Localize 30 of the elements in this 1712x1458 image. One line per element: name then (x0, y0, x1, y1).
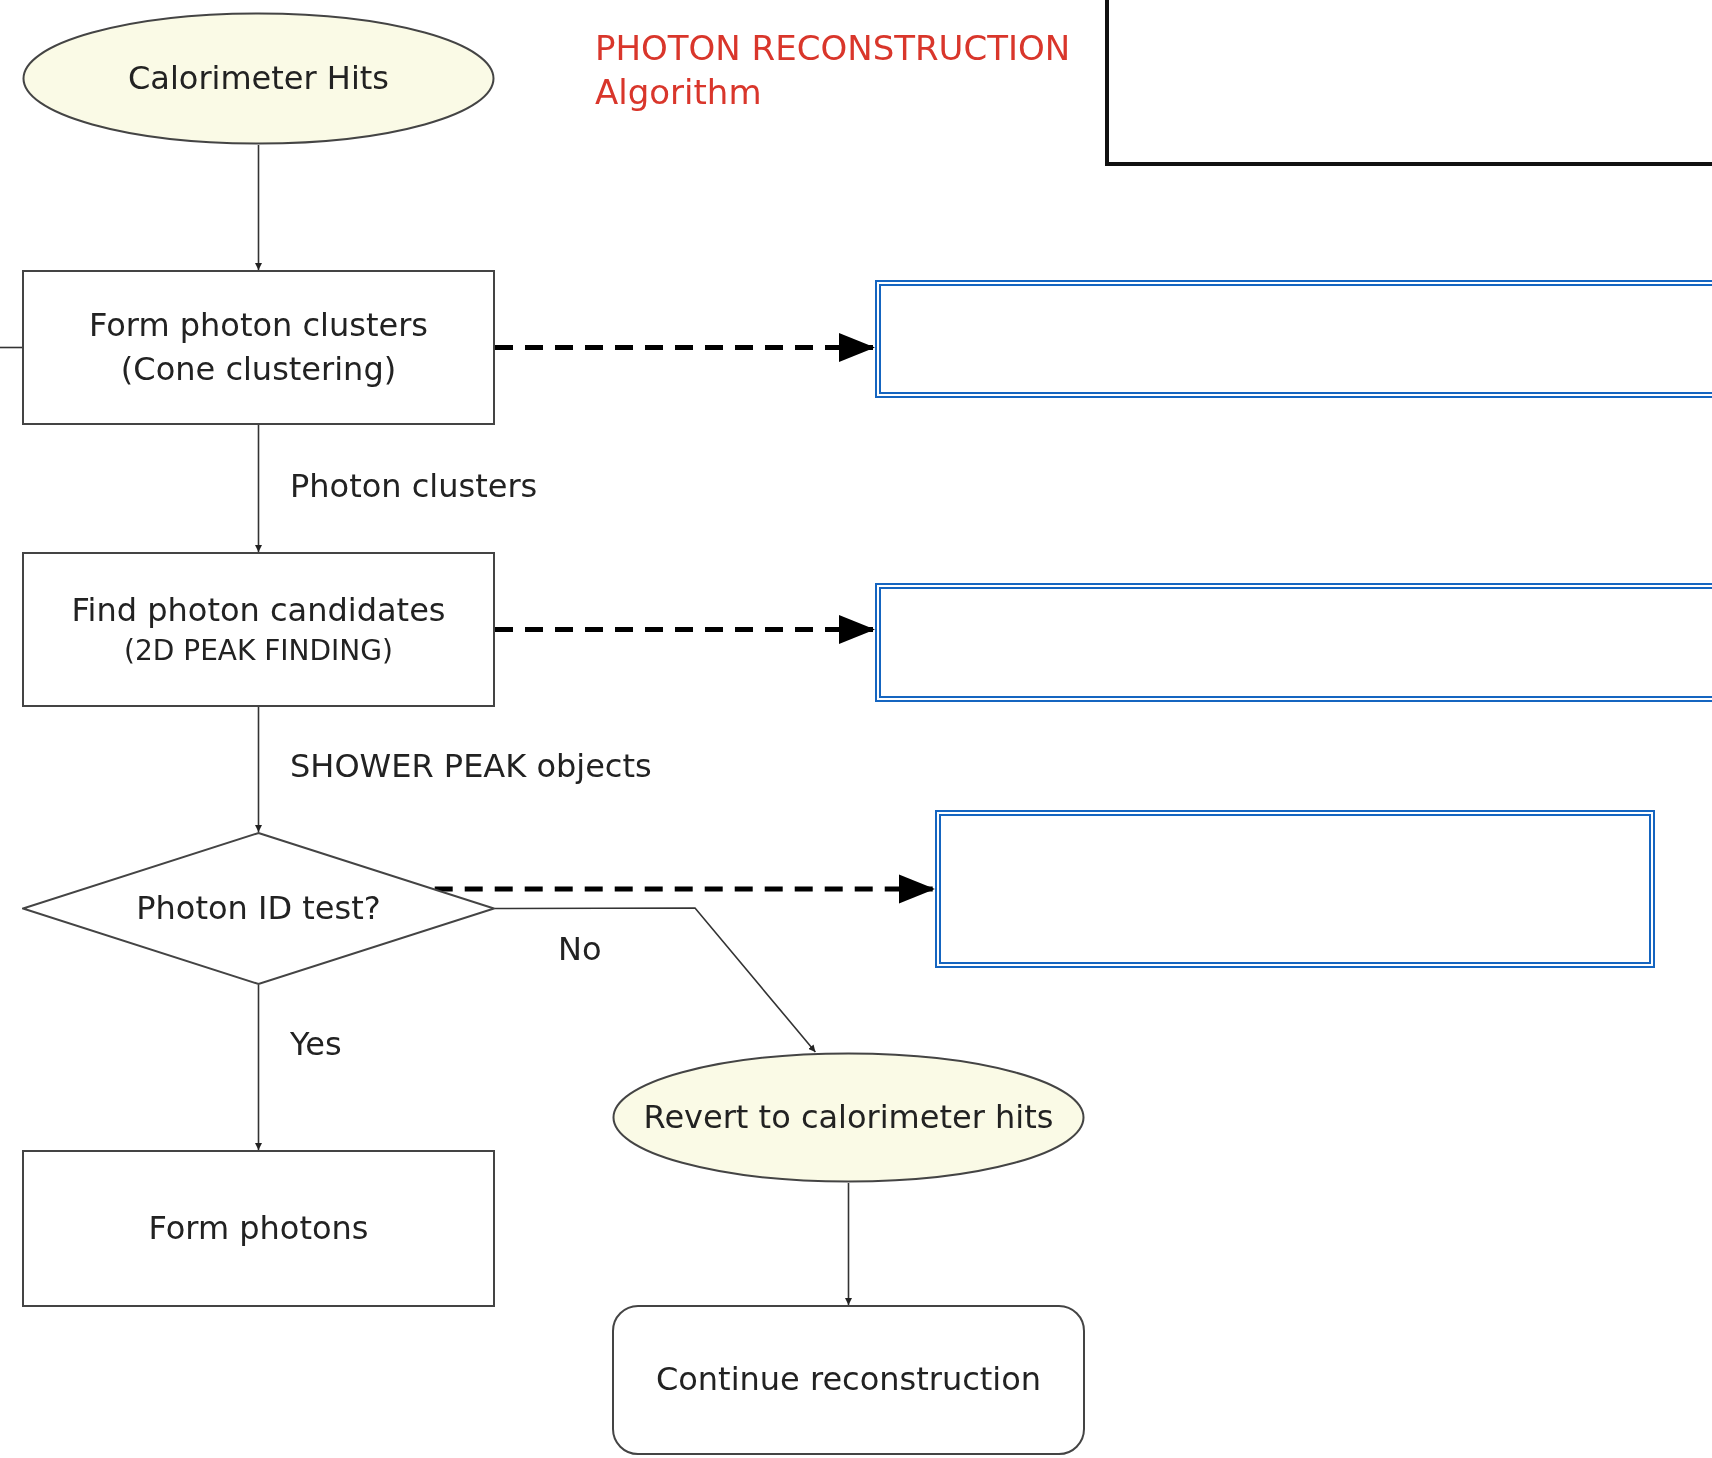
terminal-ellipse (612, 1052, 1085, 1183)
link-box (875, 583, 1712, 702)
link-box (935, 810, 1655, 968)
terminal-ellipse (22, 12, 495, 145)
node-label: Continue reconstruction (654, 1359, 1043, 1401)
arrow (255, 424, 262, 553)
arrow (255, 144, 262, 271)
node-label: Revert to calorimeter hits (642, 1096, 1055, 1138)
dashed-arrow (495, 333, 875, 362)
connector-line (0, 346, 23, 349)
rounded-process-box (612, 1305, 1085, 1455)
arrow (255, 984, 262, 1151)
node-label: Photon ID test? (135, 887, 382, 929)
dashed-arrow (495, 615, 875, 644)
process-box (22, 552, 495, 707)
process-box (22, 270, 495, 425)
node-label: Find photon candidates (70, 590, 447, 631)
arrow (494, 907, 817, 1053)
arrow (255, 706, 262, 833)
dashed-arrow (434, 874, 935, 904)
link-box (875, 280, 1712, 398)
code-box (1105, 0, 1712, 166)
process-box (22, 1150, 495, 1307)
decision-diamond (22, 832, 495, 985)
node-label: Form photon clusters (Cone clustering) (88, 305, 429, 390)
title: PHOTON RECONSTRUCTION Algorithm (595, 27, 1072, 115)
node-sublabel: (2D PEAK FINDING) (123, 633, 394, 670)
node-label: Calorimeter Hits (126, 57, 391, 99)
arrow (845, 1182, 852, 1306)
node-label: Form photons (147, 1207, 370, 1249)
